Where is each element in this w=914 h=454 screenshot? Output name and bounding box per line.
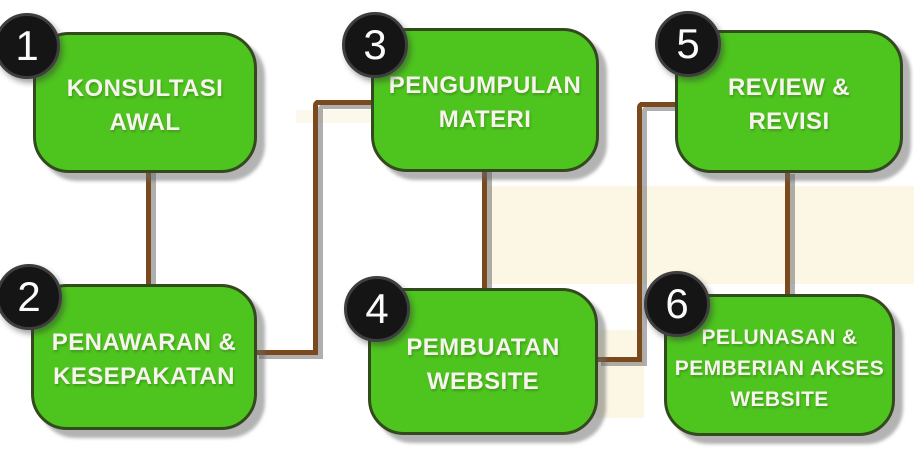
step-4-number: 4 <box>365 285 389 332</box>
step-1-number: 1 <box>15 22 39 69</box>
step-2-number: 2 <box>17 273 41 320</box>
step-5-box: REVIEW & REVISI <box>675 30 903 173</box>
step-2-box: PENAWARAN & KESEPAKATAN <box>31 284 257 430</box>
step-3-box: PENGUMPULAN MATERI <box>371 28 599 172</box>
step-6-number-badge: 6 <box>644 271 710 337</box>
step-3-label: PENGUMPULAN MATERI <box>388 72 582 133</box>
background-tint-sliver <box>296 110 372 123</box>
step-2-label: PENAWARAN & KESEPAKATAN <box>51 329 237 390</box>
step-3-number-badge: 3 <box>342 12 408 78</box>
background-tint-band <box>488 186 914 284</box>
step-6-label: PELUNASAN & PEMBERIAN AKSES WEBSITE <box>674 325 885 411</box>
background-tint-patch <box>596 330 644 418</box>
step-3-number: 3 <box>363 21 387 68</box>
step-5-number: 5 <box>676 20 700 67</box>
step-5-number-badge: 5 <box>655 11 721 77</box>
step-1-label: KONSULTASI AWAL <box>66 74 224 136</box>
step-4-label: PEMBUATAN WEBSITE <box>406 333 560 395</box>
step-1-number-badge: 1 <box>0 13 60 79</box>
step-4-number-badge: 4 <box>344 276 410 342</box>
step-6-number: 6 <box>665 280 689 327</box>
step-5-label: REVIEW & REVISI <box>728 73 850 135</box>
step-2-number-badge: 2 <box>0 264 62 330</box>
step-1-box: KONSULTASI AWAL <box>33 32 257 173</box>
